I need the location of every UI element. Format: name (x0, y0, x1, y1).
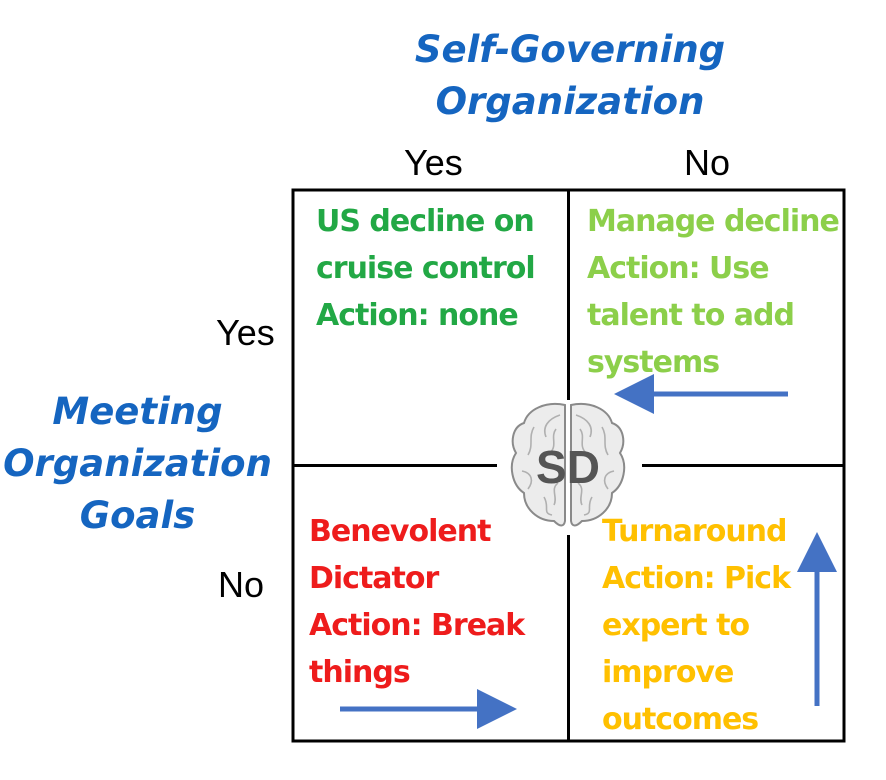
row-axis-title-line1: Meeting (52, 390, 223, 433)
quadrant-top-left-text: US decline on cruise control Action: non… (316, 204, 536, 333)
column-label-no: No (684, 142, 731, 183)
column-axis-title-line2: Organization (435, 80, 705, 123)
column-axis-title-line1: Self-Governing (414, 28, 726, 71)
quadrant-bottom-right-text: Turnaround Action: Pick expert to improv… (602, 514, 791, 737)
row-label-yes: Yes (216, 312, 275, 353)
logo-text: SD (536, 441, 600, 493)
column-axis-title: Self-Governing Organization (380, 24, 760, 128)
row-axis-title: Meeting Organization Goals (0, 386, 275, 542)
row-axis-title-line2: Organization (3, 442, 272, 485)
quadrant-bottom-left-text: Benevolent Dictator Action: Break things (309, 514, 525, 690)
column-label-yes: Yes (404, 142, 463, 183)
quadrant-top-right-text: Manage decline Action: Use talent to add… (587, 204, 840, 380)
row-axis-title-line3: Goals (79, 494, 196, 537)
row-label-no: No (218, 564, 265, 605)
brain-icon: SD (510, 403, 626, 527)
